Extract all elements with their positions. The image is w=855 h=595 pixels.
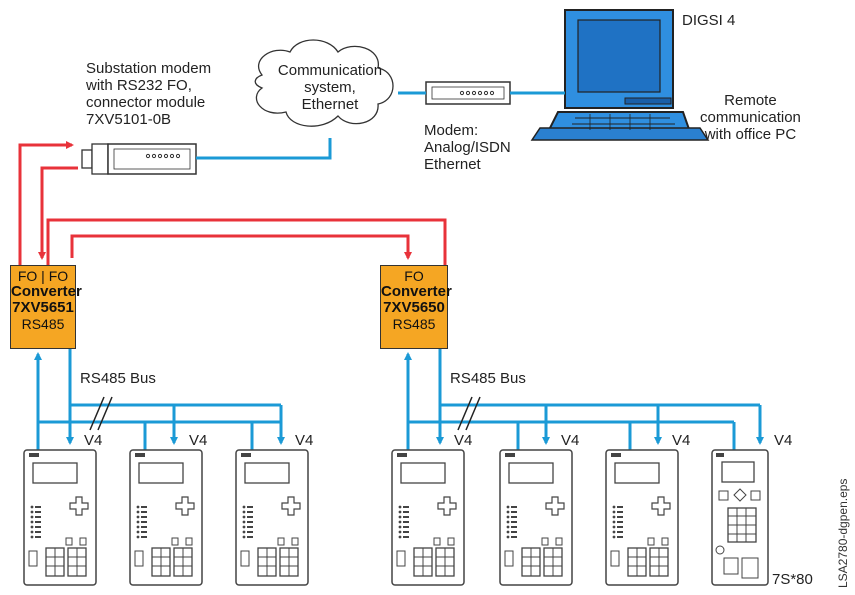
converter-left-model: 7XV5651 bbox=[12, 299, 74, 316]
communication-cloud bbox=[254, 39, 394, 127]
relay-device-6 bbox=[605, 449, 679, 586]
converter-left-port: RS485 bbox=[21, 316, 65, 332]
substation-modem-label: Substation modem with RS232 FO, connecto… bbox=[86, 60, 211, 128]
v4-label-5: V4 bbox=[561, 432, 580, 449]
comm-line-3: Ethernet bbox=[301, 96, 359, 113]
converter-right-name: Converter bbox=[381, 283, 452, 300]
substation-line-2: with RS232 FO, bbox=[86, 77, 192, 94]
communication-system-label: Communication system, Ethernet bbox=[270, 62, 390, 113]
device-7s80-label: 7S*80 bbox=[772, 571, 813, 588]
modem-line-1: Modem: bbox=[424, 122, 479, 139]
remote-label: Remote communication with office PC bbox=[700, 92, 801, 143]
v4-label-1: V4 bbox=[84, 432, 103, 449]
remote-line-2: communication bbox=[700, 109, 801, 126]
office-modem-icon bbox=[425, 81, 511, 105]
file-id-label: LSA2780-dgpen.eps bbox=[836, 478, 850, 588]
fiber-down-to-converter bbox=[38, 166, 78, 260]
remote-line-3: with office PC bbox=[704, 126, 797, 143]
digsi-label: DIGSI 4 bbox=[682, 12, 736, 29]
v4-label-7: V4 bbox=[774, 432, 793, 449]
modem-line-2: Analog/ISDN bbox=[424, 139, 511, 156]
relay-device-4 bbox=[391, 449, 465, 586]
relay-7s80-device bbox=[711, 449, 769, 586]
relay-device-1 bbox=[23, 449, 97, 586]
bus-left-label: RS485 Bus bbox=[80, 370, 156, 387]
v4-label-4: V4 bbox=[454, 432, 473, 449]
v4-label-3: V4 bbox=[295, 432, 314, 449]
office-pc-icon bbox=[530, 9, 710, 141]
converter-7xv5650: FO Converter 7XV5650 RS485 bbox=[380, 265, 452, 349]
comm-line-1: Communication bbox=[277, 62, 383, 79]
fiber-right-to-left bbox=[46, 218, 447, 265]
link-modem-cloud bbox=[196, 138, 332, 160]
substation-line-3: connector module bbox=[86, 94, 206, 111]
converter-7xv5651: FO | FO Converter 7XV5651 RS485 bbox=[10, 265, 82, 349]
v4-label-2: V4 bbox=[189, 432, 208, 449]
substation-modem-icon bbox=[81, 143, 197, 175]
relay-device-5 bbox=[499, 449, 573, 586]
v4-label-6: V4 bbox=[672, 432, 691, 449]
modem-line-3: Ethernet bbox=[424, 156, 481, 173]
fiber-left-to-right bbox=[70, 234, 412, 260]
bus-right-label: RS485 Bus bbox=[450, 370, 526, 387]
converter-left-fo-label: FO | FO bbox=[17, 268, 69, 284]
fiber-up-to-modem bbox=[18, 141, 74, 265]
comm-line-2: system, bbox=[304, 79, 356, 96]
substation-line-4: 7XV5101-0B bbox=[86, 111, 172, 128]
converter-left-name: Converter bbox=[11, 283, 82, 300]
remote-line-1: Remote bbox=[724, 92, 777, 109]
converter-right-model: 7XV5650 bbox=[383, 299, 445, 316]
modem-label: Modem: Analog/ISDN Ethernet bbox=[424, 122, 511, 173]
converter-right-fo-label: FO bbox=[404, 268, 424, 284]
relay-device-2 bbox=[129, 449, 203, 586]
substation-line-1: Substation modem bbox=[86, 60, 212, 77]
converter-right-port: RS485 bbox=[392, 316, 436, 332]
relay-device-3 bbox=[235, 449, 309, 586]
